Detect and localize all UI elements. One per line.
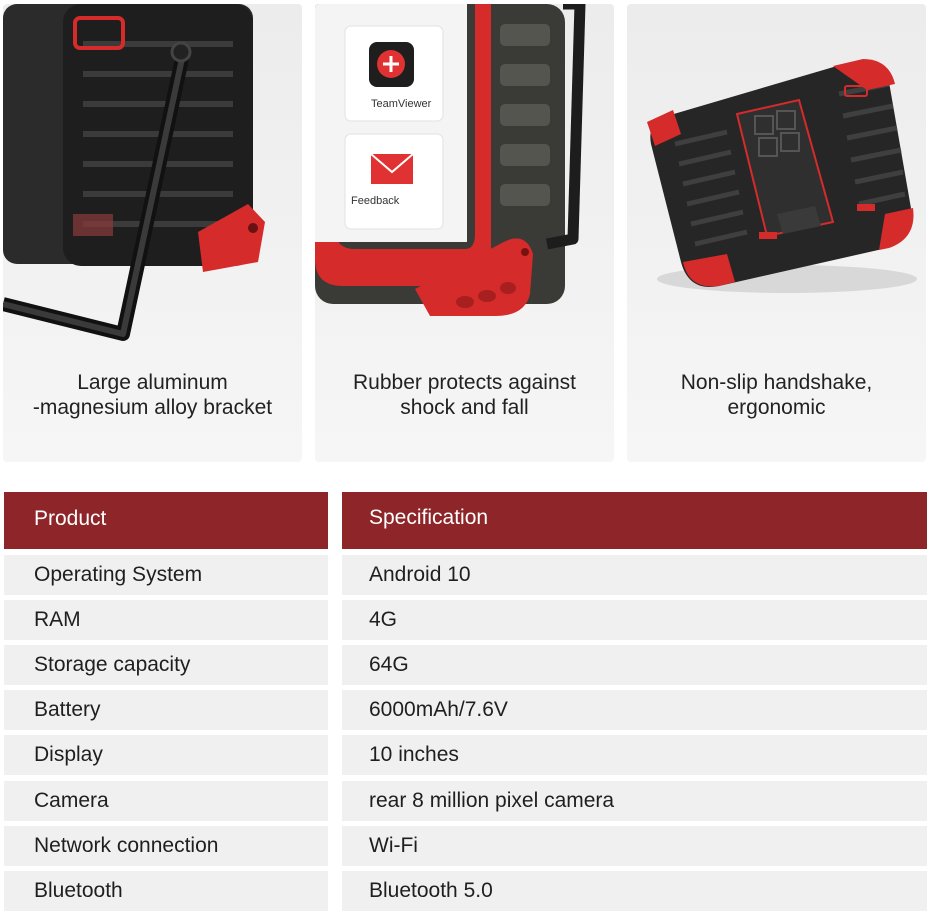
spec-value: Bluetooth 5.0 bbox=[342, 871, 927, 911]
caption-line: shock and fall bbox=[400, 396, 529, 419]
table-header-product: Product bbox=[4, 492, 328, 549]
feature-panel-bracket: Large aluminum -magnesium alloy bracket bbox=[3, 4, 302, 462]
table-row: RAM 4G bbox=[0, 600, 930, 640]
spec-label: Operating System bbox=[4, 555, 328, 595]
table-row: Network connection Wi-Fi bbox=[0, 826, 930, 866]
spec-label: Camera bbox=[4, 781, 328, 821]
spec-label: Storage capacity bbox=[4, 645, 328, 685]
table-row: Operating System Android 10 bbox=[0, 555, 930, 595]
feature-panel-nonslip: Non-slip handshake, ergonomic bbox=[627, 4, 926, 462]
feature-caption: Large aluminum -magnesium alloy bracket bbox=[3, 370, 302, 420]
caption-line: Rubber protects against bbox=[353, 371, 576, 394]
spec-label: Display bbox=[4, 735, 328, 775]
spec-label: Bluetooth bbox=[4, 871, 328, 911]
table-row: Storage capacity 64G bbox=[0, 645, 930, 685]
table-row: Battery 6000mAh/7.6V bbox=[0, 690, 930, 730]
caption-line: ergonomic bbox=[727, 396, 826, 419]
table-row: Bluetooth Bluetooth 5.0 bbox=[0, 871, 930, 911]
nonslip-back-photo bbox=[647, 59, 917, 293]
spec-value: Android 10 bbox=[342, 555, 927, 595]
feature-caption: Non-slip handshake, ergonomic bbox=[627, 370, 926, 420]
caption-line: -magnesium alloy bracket bbox=[32, 396, 273, 419]
table-row: Camera rear 8 million pixel camera bbox=[0, 781, 930, 821]
spec-value: 6000mAh/7.6V bbox=[342, 690, 927, 730]
spec-value: 10 inches bbox=[342, 735, 927, 775]
feature-caption: Rubber protects against shock and fall bbox=[315, 370, 614, 420]
spec-value: 4G bbox=[342, 600, 927, 640]
spec-label: Battery bbox=[4, 690, 328, 730]
spec-label: Network connection bbox=[4, 826, 328, 866]
spec-value: 64G bbox=[342, 645, 927, 685]
rubber-corner-photo: TeamViewer Feedback bbox=[315, 4, 586, 316]
spec-label: RAM bbox=[4, 600, 328, 640]
spec-value: Wi-Fi bbox=[342, 826, 927, 866]
teamviewer-label: TeamViewer bbox=[371, 98, 432, 110]
bracket-photo bbox=[3, 4, 265, 341]
caption-line: Non-slip handshake, bbox=[680, 371, 873, 394]
table-header-specification: Specification bbox=[342, 492, 927, 549]
feedback-label: Feedback bbox=[351, 195, 400, 207]
feature-panel-rubber: TeamViewer Feedback Rubber protects agai… bbox=[315, 4, 614, 462]
table-row: Display 10 inches bbox=[0, 735, 930, 775]
caption-line: Large aluminum bbox=[77, 371, 228, 394]
spec-value: rear 8 million pixel camera bbox=[342, 781, 927, 821]
